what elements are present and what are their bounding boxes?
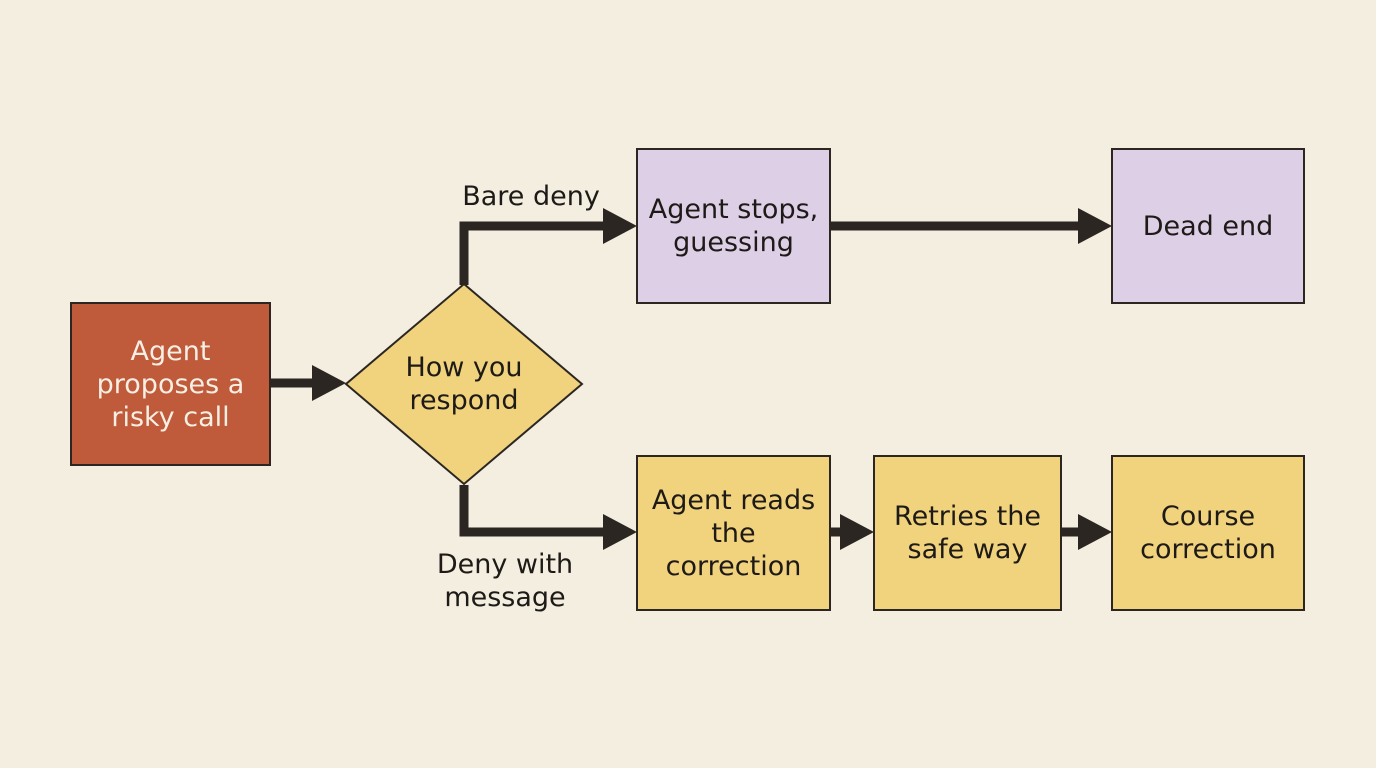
start-node: Agent proposes a risky call: [70, 302, 271, 466]
arrowhead-decision: [312, 365, 346, 401]
decision-label: How you respond: [405, 352, 523, 416]
decision-diamond: [344, 282, 584, 486]
edge-deny-with-message: [459, 485, 606, 537]
arrowhead-dead-end: [1078, 208, 1112, 244]
course-correction-node: Course correction: [1111, 455, 1305, 611]
arrowhead-retries: [840, 514, 874, 550]
edge-bare-deny: [459, 221, 606, 285]
agent-reads-node: Agent reads the correction: [636, 455, 831, 611]
dead-end-node: Dead end: [1111, 148, 1305, 304]
retries-node: Retries the safe way: [873, 455, 1062, 611]
arrowhead-stops: [603, 208, 637, 244]
arrowhead-reads: [603, 514, 637, 550]
arrowhead-course: [1078, 514, 1112, 550]
edge-label-deny-with-message: Deny with message: [436, 549, 574, 613]
agent-stops-node: Agent stops, guessing: [636, 148, 831, 304]
edge-label-bare-deny: Bare deny: [462, 181, 600, 212]
